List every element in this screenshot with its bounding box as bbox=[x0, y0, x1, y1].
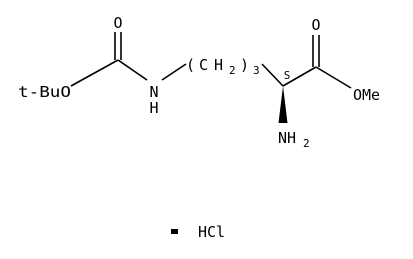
bond-carbonyl-nitrogen bbox=[117, 59, 148, 81]
methoxy-label: OMe bbox=[353, 86, 380, 104]
tbuo-label: t-BuO bbox=[18, 83, 71, 101]
bond-ester-ome bbox=[315, 66, 352, 89]
chain-carbon-label: C bbox=[199, 56, 208, 74]
ester-oxygen-label: O bbox=[311, 16, 320, 34]
label-layer: t-BuO O N H ( C H 2 ) 3 S O OMe NH 2 HCl bbox=[18, 14, 380, 241]
chain-close-paren: ) bbox=[240, 56, 249, 74]
bond-tbuo-carbonyl bbox=[70, 59, 119, 87]
chain-open-paren: ( bbox=[186, 56, 195, 74]
bond-stereocenter-ester bbox=[282, 66, 317, 87]
salt-dot bbox=[171, 229, 178, 234]
hcl-label: HCl bbox=[198, 223, 225, 241]
wedge-bond-amine bbox=[278, 86, 288, 123]
chain-subscript-2: 2 bbox=[229, 64, 236, 77]
bond-chain-stereocenter bbox=[261, 63, 284, 87]
chain-hydrogen-label: H bbox=[214, 56, 223, 74]
carbamate-nitrogen-label: N bbox=[149, 83, 158, 101]
chain-subscript-3: 3 bbox=[253, 64, 260, 77]
amine-label: NH bbox=[278, 129, 296, 147]
amine-subscript-2: 2 bbox=[303, 137, 310, 150]
stereo-descriptor-s: S bbox=[284, 69, 291, 82]
bond-layer bbox=[70, 32, 352, 123]
carbamate-nh-hydrogen-label: H bbox=[149, 99, 158, 117]
bond-nitrogen-chain bbox=[161, 63, 187, 81]
carbamate-oxygen-label: O bbox=[113, 14, 122, 32]
